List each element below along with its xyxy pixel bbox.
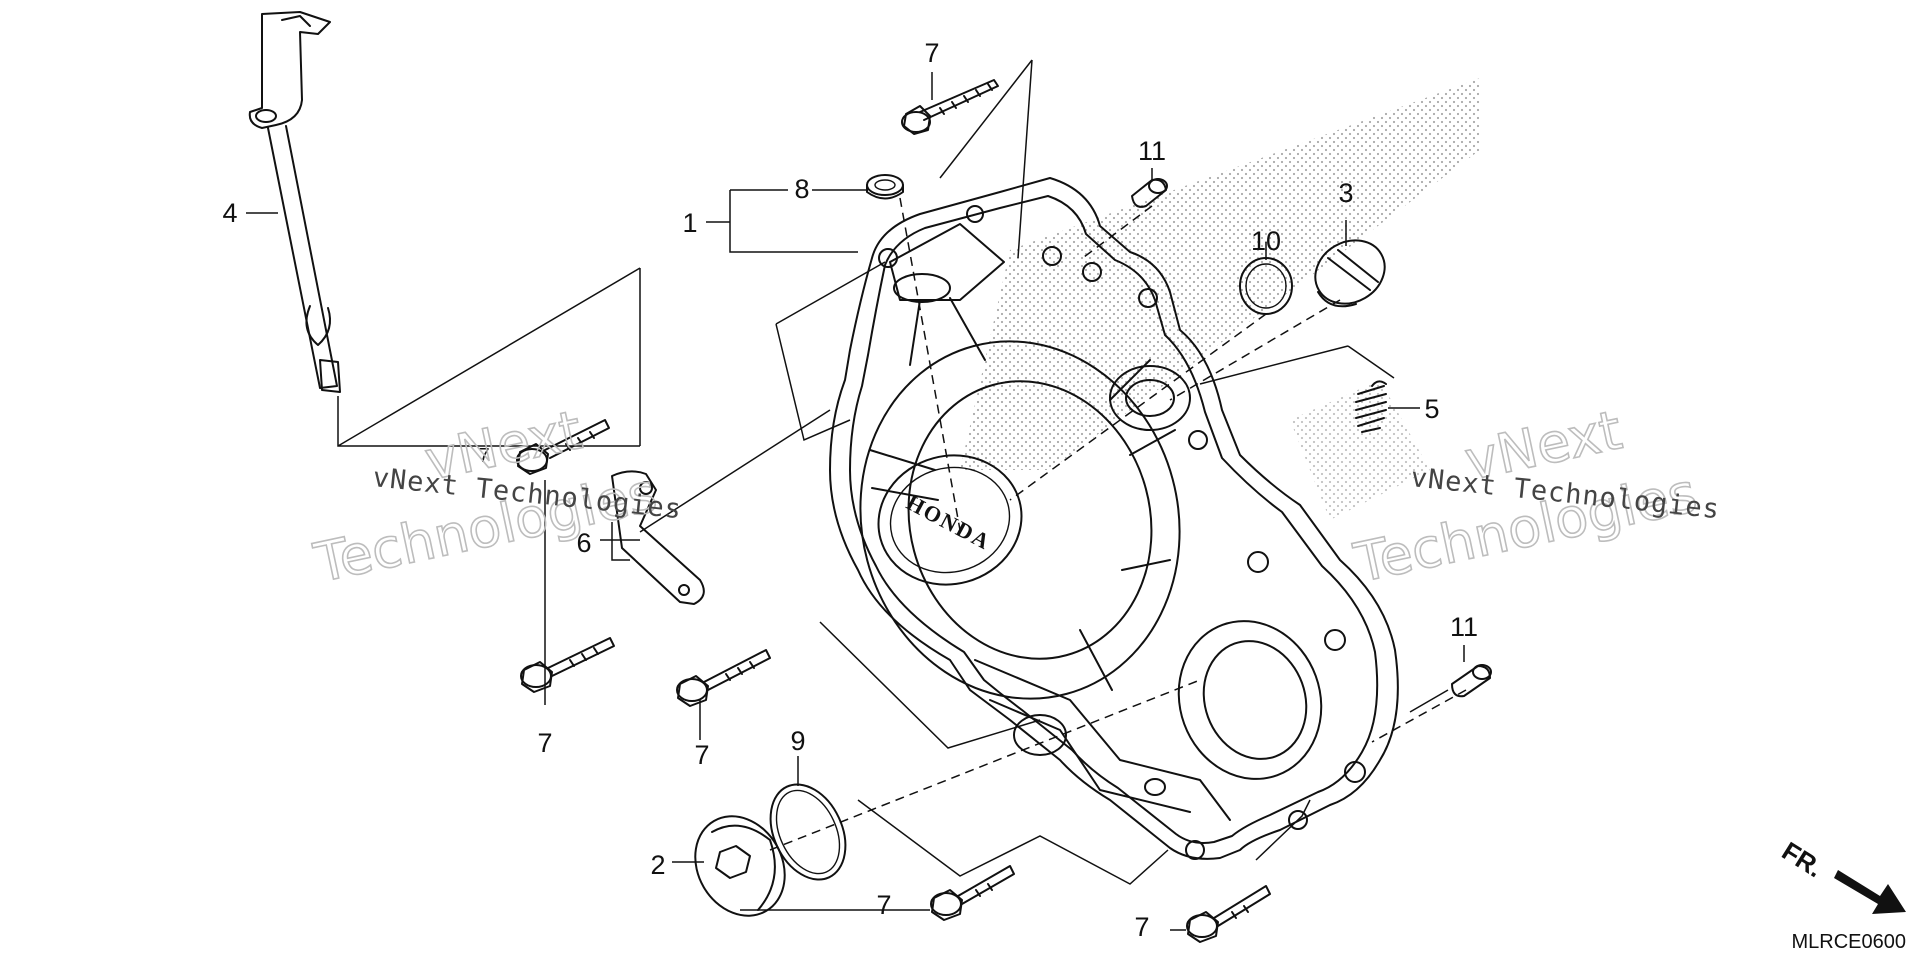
part-7-bolt-center-mid bbox=[676, 649, 771, 707]
callout-11-top: 11 bbox=[1138, 136, 1166, 166]
part-7-bolt-top bbox=[901, 79, 999, 135]
part-2-plug bbox=[694, 815, 786, 917]
part-8-seal bbox=[866, 174, 904, 200]
part-4-shaft bbox=[248, 11, 341, 393]
callout-3: 3 bbox=[1338, 178, 1353, 208]
callout-9: 9 bbox=[790, 726, 805, 756]
part-6-bracket bbox=[611, 470, 705, 605]
part-11-dowel-upper bbox=[1131, 178, 1168, 208]
front-direction-label: FR. bbox=[1777, 836, 1828, 884]
part-7-bolt-bottom-left bbox=[930, 865, 1015, 921]
callout-5: 5 bbox=[1424, 394, 1439, 424]
part-7-bolt-left-upper bbox=[516, 419, 610, 475]
part-5-spring bbox=[1355, 380, 1387, 433]
part-7-bolt-left-mid bbox=[520, 637, 615, 693]
callout-7-bottom-left: 7 bbox=[876, 890, 891, 920]
callouts: 1 8 7 4 11 10 3 5 6 7 7 9 2 7 7 11 7 bbox=[222, 38, 1478, 942]
callout-10: 10 bbox=[1251, 226, 1281, 256]
honda-logo-text: HONDA bbox=[902, 490, 995, 555]
callout-4: 4 bbox=[222, 198, 237, 228]
callout-6: 6 bbox=[576, 528, 591, 558]
part-3-filler-cap bbox=[1314, 239, 1386, 308]
callout-7-top: 7 bbox=[924, 38, 939, 68]
callout-7-bottom-right: 7 bbox=[1134, 912, 1149, 942]
part-7-bolt-bottom-right bbox=[1186, 885, 1271, 943]
shading-band bbox=[960, 78, 1480, 470]
watermark-left: vNext Technologies vNext Technologies bbox=[308, 397, 684, 595]
assembly-axes bbox=[769, 197, 1467, 851]
callout-7-center: 7 bbox=[694, 740, 709, 770]
callout-7-left: 7 bbox=[537, 728, 552, 758]
callout-2: 2 bbox=[650, 850, 665, 880]
part-11-dowel-lower bbox=[1451, 664, 1492, 698]
arrow-icon bbox=[1834, 870, 1906, 914]
shading-band-right bbox=[1290, 380, 1430, 520]
callout-11-lower: 11 bbox=[1450, 612, 1478, 642]
diagram-code: MLRCE0600 bbox=[1791, 931, 1906, 953]
callout-1: 1 bbox=[682, 208, 697, 238]
callout-8: 8 bbox=[794, 174, 809, 204]
leader-lines bbox=[246, 59, 1465, 931]
callout-7-upper-left: 7 bbox=[478, 445, 489, 467]
front-direction-arrow: FR. bbox=[1777, 836, 1906, 914]
part-9-o-ring bbox=[769, 783, 847, 881]
